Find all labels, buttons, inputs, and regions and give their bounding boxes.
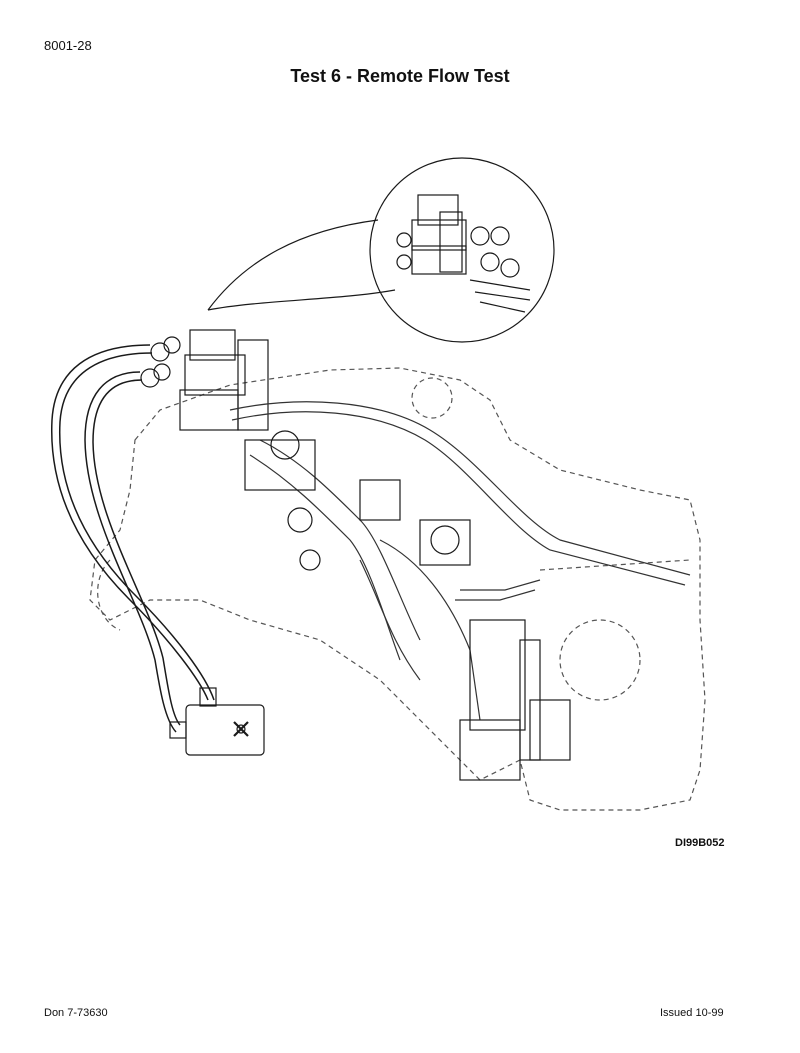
remote-valve-stack: [140, 329, 269, 431]
page-title: Test 6 - Remote Flow Test: [290, 66, 510, 86]
detail-callout: [207, 157, 555, 343]
flow-meter: [169, 687, 265, 756]
figure-id: DI99B052: [675, 837, 725, 849]
callout-valve-stack: [396, 194, 531, 313]
internal-components: [244, 430, 571, 781]
page-number: 8001-28: [44, 38, 92, 53]
document-number: Don 7-73630: [44, 1007, 108, 1019]
hydraulic-lines: [229, 401, 691, 721]
test-hoses: [51, 344, 215, 733]
issue-date: Issued 10-99: [660, 1007, 724, 1019]
transmission-housing-outline: [89, 367, 706, 811]
